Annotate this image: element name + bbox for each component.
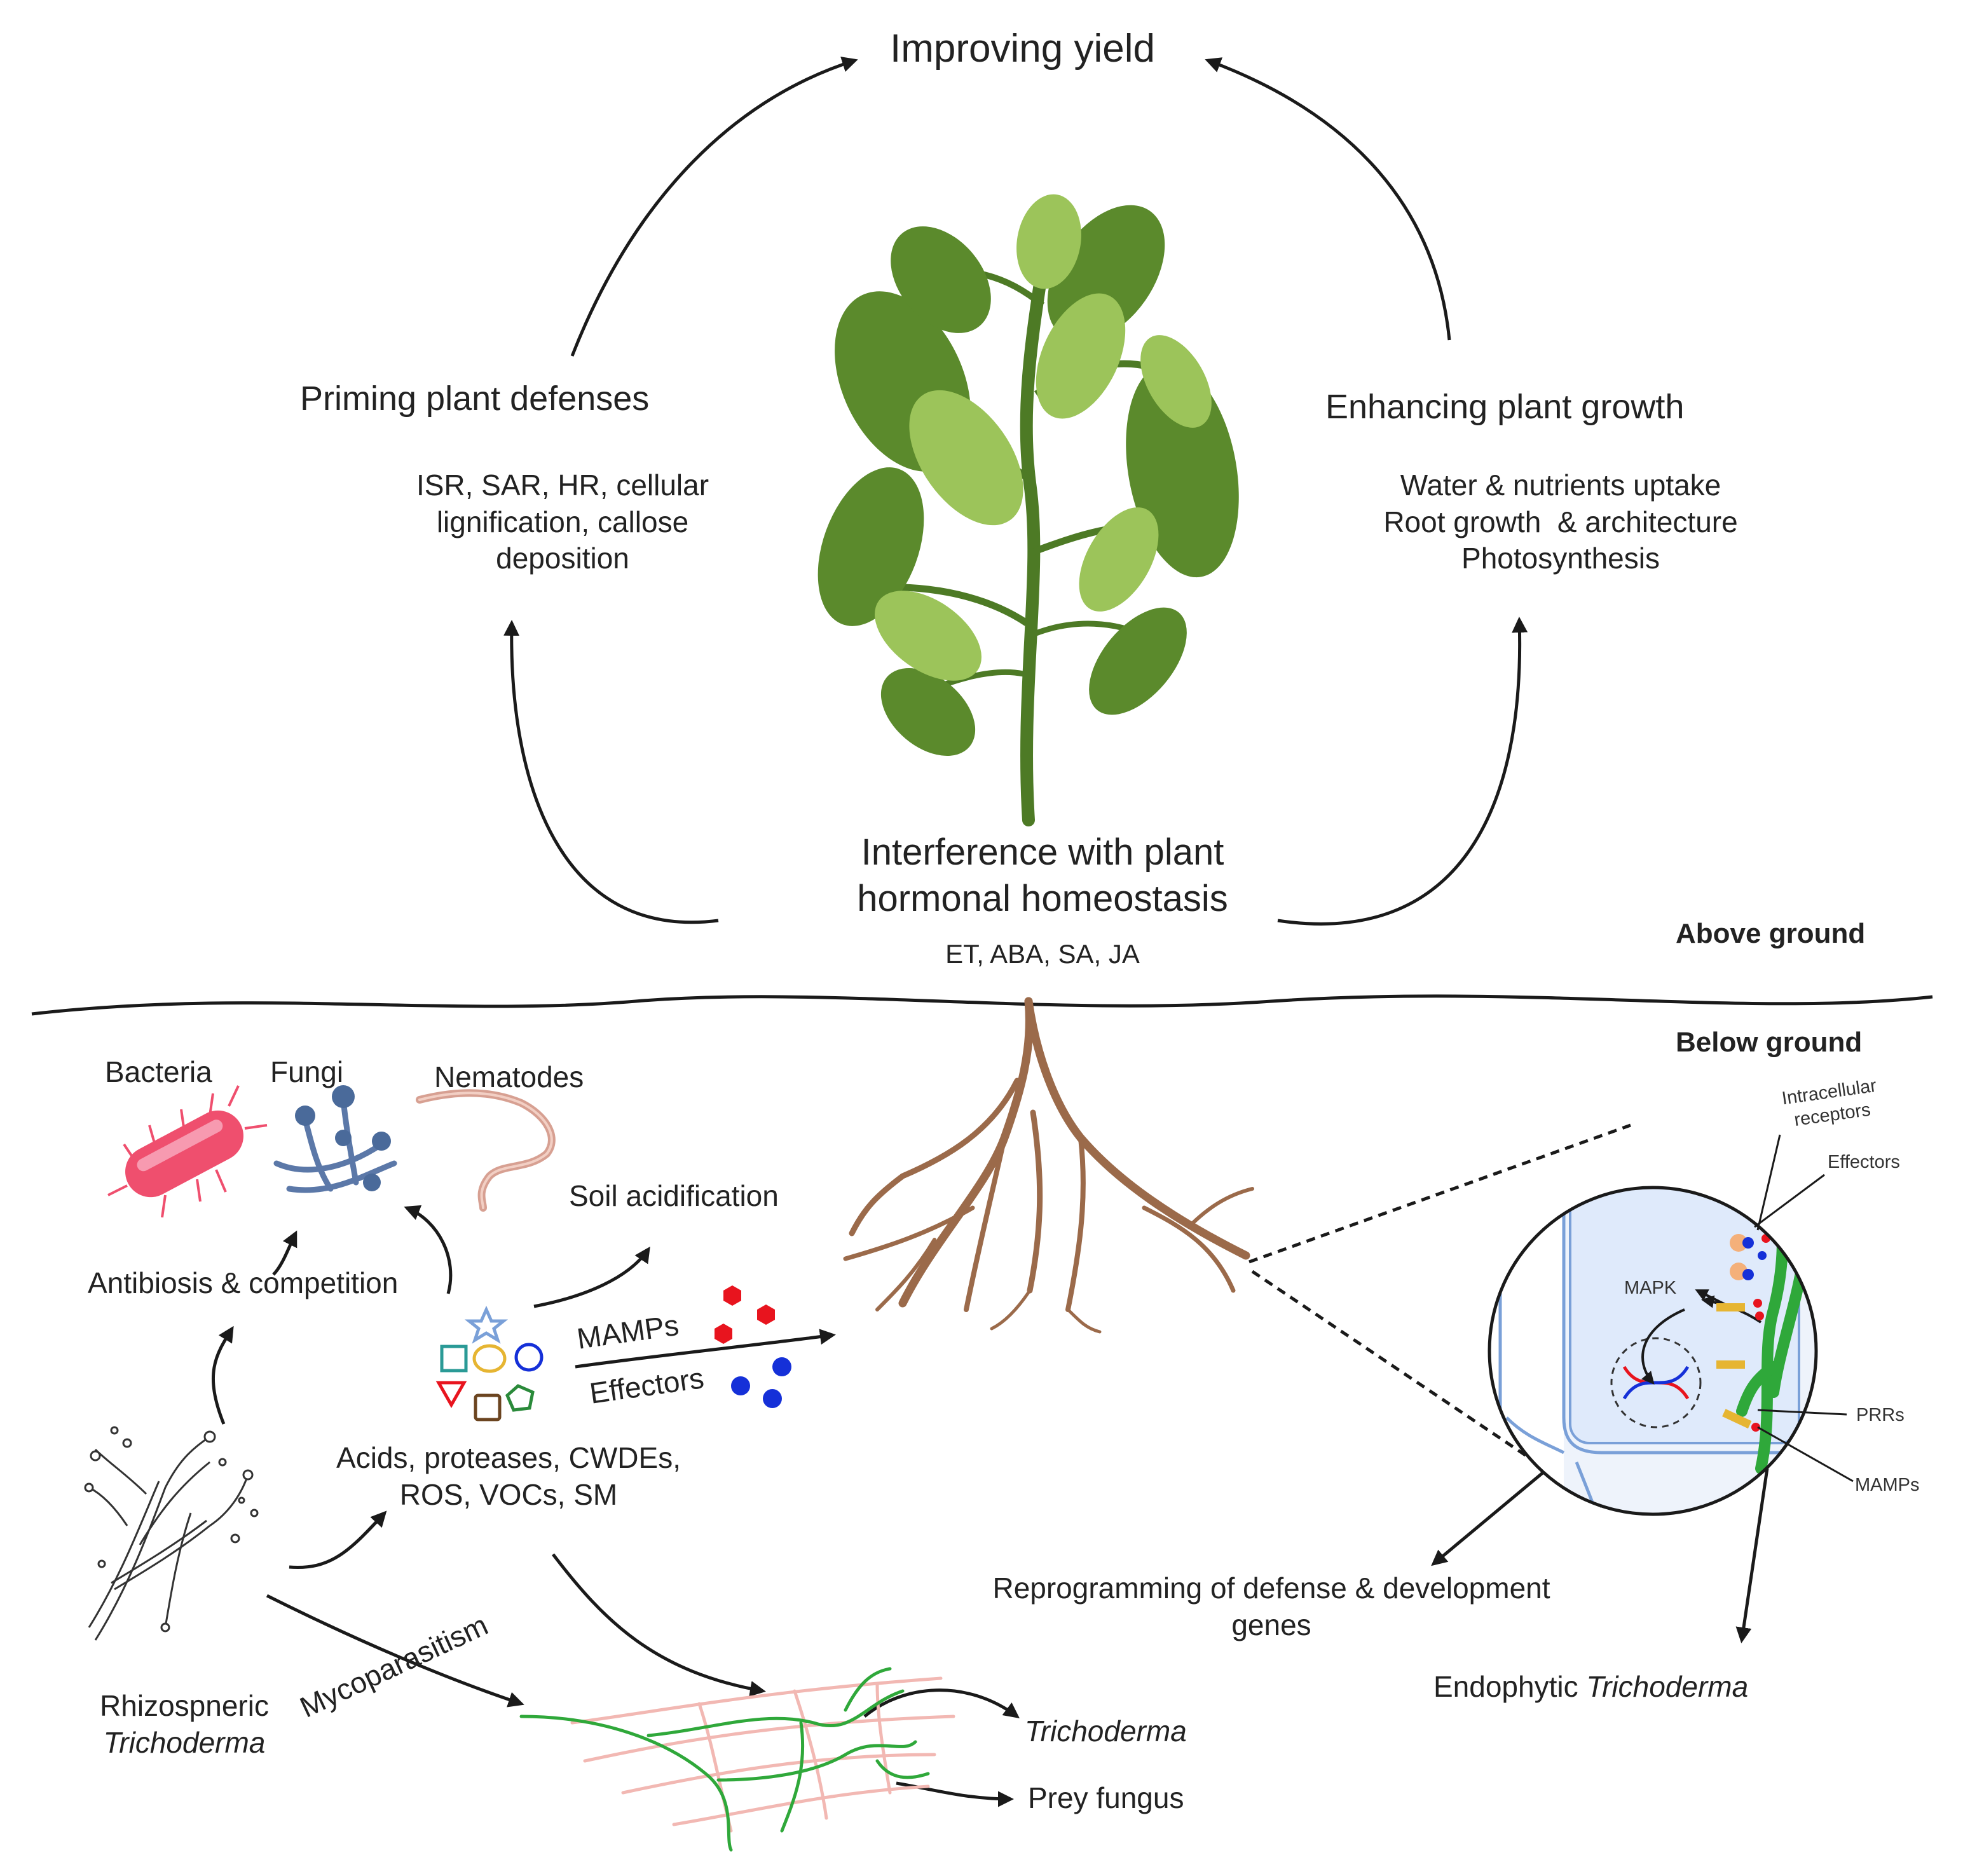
- arrow-compounds-to-prey: [552, 1553, 766, 1697]
- effectors-shapes: [731, 1357, 791, 1408]
- arrow-rhizo-to-compounds: [289, 1510, 387, 1570]
- prrs-label: PRRs: [1856, 1405, 1905, 1425]
- cell-zoom-icon: [1488, 1134, 1854, 1516]
- goal-label: Improving yield: [890, 27, 1155, 71]
- bacteria-label: Bacteria: [105, 1055, 212, 1088]
- arrow-cell-to-endophytic: [1735, 1468, 1769, 1643]
- hormonal-title-line: hormonal homeostasis: [857, 877, 1228, 919]
- nematode-icon: [416, 1089, 556, 1212]
- mamps-shapes: [715, 1285, 775, 1344]
- arrow-defenses-to-yield: [570, 57, 858, 357]
- arrow-compounds-to-soil: [533, 1246, 650, 1308]
- reprogramming-line: Reprogramming of defense & development: [992, 1571, 1550, 1605]
- prey-fungus-label: Prey fungus: [1028, 1781, 1184, 1814]
- arrow-mycoparasitism: [266, 1594, 524, 1708]
- below-ground-label: Below ground: [1676, 1027, 1863, 1058]
- compounds-line: Acids, proteases, CWDEs,: [336, 1441, 681, 1474]
- prey-mycelium: [519, 1667, 955, 1852]
- reprogramming-line: genes: [1231, 1608, 1311, 1641]
- dna-icon: [1622, 1366, 1690, 1400]
- endophytic-name: Trichoderma: [1586, 1670, 1749, 1703]
- above-ground-label: Above ground: [1676, 918, 1866, 949]
- ground-line: [31, 994, 1933, 1016]
- trichoderma-mycelium-icon: [84, 1426, 259, 1641]
- compounds-line: ROS, VOCs, SM: [399, 1477, 618, 1511]
- rhizo-line: Rhizospneric: [100, 1689, 269, 1722]
- arrow-mamps-to-roots: [575, 1329, 836, 1369]
- rhizo-line: Trichoderma: [103, 1725, 266, 1759]
- hormonal-title-line: Interference with plant: [861, 832, 1224, 873]
- growth-detail-line: Water & nutrients uptake: [1400, 469, 1721, 502]
- priming-details: ISR, SAR, HR, cellular lignification, ca…: [356, 467, 769, 577]
- cell-mamps-label: MAMPs: [1855, 1475, 1920, 1495]
- bacteria-icon: [107, 1085, 268, 1218]
- priming-detail-line: ISR, SAR, HR, cellular: [416, 469, 709, 502]
- reprogramming-label: Reprogramming of defense & development g…: [960, 1570, 1583, 1643]
- cell-effectors-label: Effectors: [1828, 1152, 1900, 1172]
- endophytic-trichoderma-label: Endophytic Trichoderma: [1433, 1669, 1748, 1706]
- top-cycle-arrows: [503, 57, 1528, 926]
- fungi-icon: [273, 1085, 397, 1193]
- arrow-to-trichoderma-label: [863, 1688, 1020, 1718]
- endophytic-prefix: Endophytic: [1433, 1670, 1587, 1703]
- hormones-list: ET, ABA, SA, JA: [945, 939, 1140, 969]
- soil-acidification-label: Soil acidification: [569, 1179, 779, 1212]
- arrow-hormones-to-growth: [1277, 617, 1528, 926]
- arrow-hormones-to-defenses: [503, 620, 719, 924]
- growth-details: Water & nutrients uptake Root growth & a…: [1344, 467, 1777, 577]
- rhizospheric-trichoderma-label: Rhizospneric Trichoderma: [76, 1688, 292, 1761]
- fungi-label: Fungi: [270, 1055, 344, 1088]
- priming-detail-line: lignification, callose: [436, 505, 689, 538]
- priming-detail-line: deposition: [496, 542, 629, 575]
- arrow-rhizo-to-antibiosis: [211, 1325, 234, 1425]
- growth-detail-line: Root growth & architecture: [1383, 505, 1738, 538]
- antibiosis-label: Antibiosis & competition: [88, 1266, 399, 1299]
- growth-title: Enhancing plant growth: [1325, 388, 1685, 426]
- growth-detail-line: Photosynthesis: [1461, 542, 1660, 575]
- hormonal-title: Interference with plant hormonal homeost…: [795, 830, 1290, 922]
- molecule-shapes-icon: [435, 1305, 544, 1421]
- arrow-to-prey-label: [896, 1781, 1014, 1807]
- mapk-label: MAPK: [1624, 1278, 1677, 1298]
- trichoderma-label: Trichoderma: [1025, 1715, 1187, 1748]
- compounds-label: Acids, proteases, CWDEs, ROS, VOCs, SM: [318, 1440, 699, 1513]
- arrow-compounds-to-pathogens: [404, 1205, 453, 1294]
- priming-title: Priming plant defenses: [300, 380, 650, 418]
- root-illustration: [843, 997, 1254, 1334]
- arrow-growth-to-yield: [1205, 57, 1451, 341]
- nematodes-label: Nematodes: [434, 1060, 584, 1093]
- plant-illustration: [817, 194, 1239, 826]
- arrow-antibiosis-to-pathogens: [272, 1230, 298, 1276]
